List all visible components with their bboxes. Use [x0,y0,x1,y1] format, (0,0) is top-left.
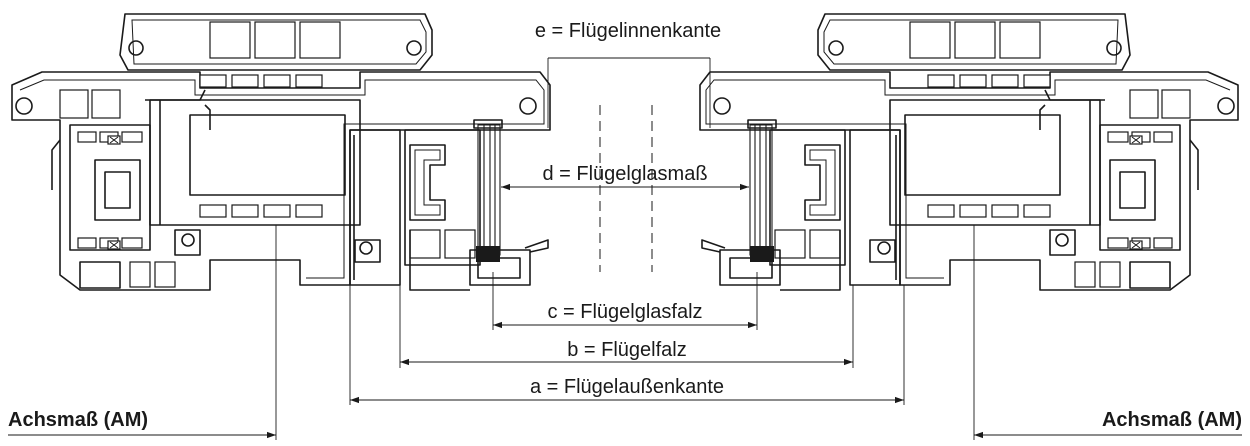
dimension-e: e = Flügelinnenkante [535,20,721,128]
right-profile-section [699,13,1239,291]
dimension-a: a = Flügelaußenkante [349,285,905,405]
dimension-c: c = Flügelglasfalz [492,272,758,330]
axis-dimension-left: Achsmaß (AM) [8,225,277,440]
axis-dimension-right: Achsmaß (AM) [973,225,1242,440]
label-c: c = Flügelglasfalz [547,301,702,323]
label-achsmass-left: Achsmaß (AM) [8,409,148,431]
label-d: d = Flügelglasmaß [542,163,707,185]
label-e: e = Flügelinnenkante [535,20,721,42]
label-b: b = Flügelfalz [567,339,687,361]
label-achsmass-right: Achsmaß (AM) [1102,409,1242,431]
left-profile-section [11,13,551,291]
dimension-d: d = Flügelglasmaß [501,163,749,191]
label-a: a = Flügelaußenkante [530,376,724,398]
dimension-b: b = Flügelfalz [399,285,854,368]
